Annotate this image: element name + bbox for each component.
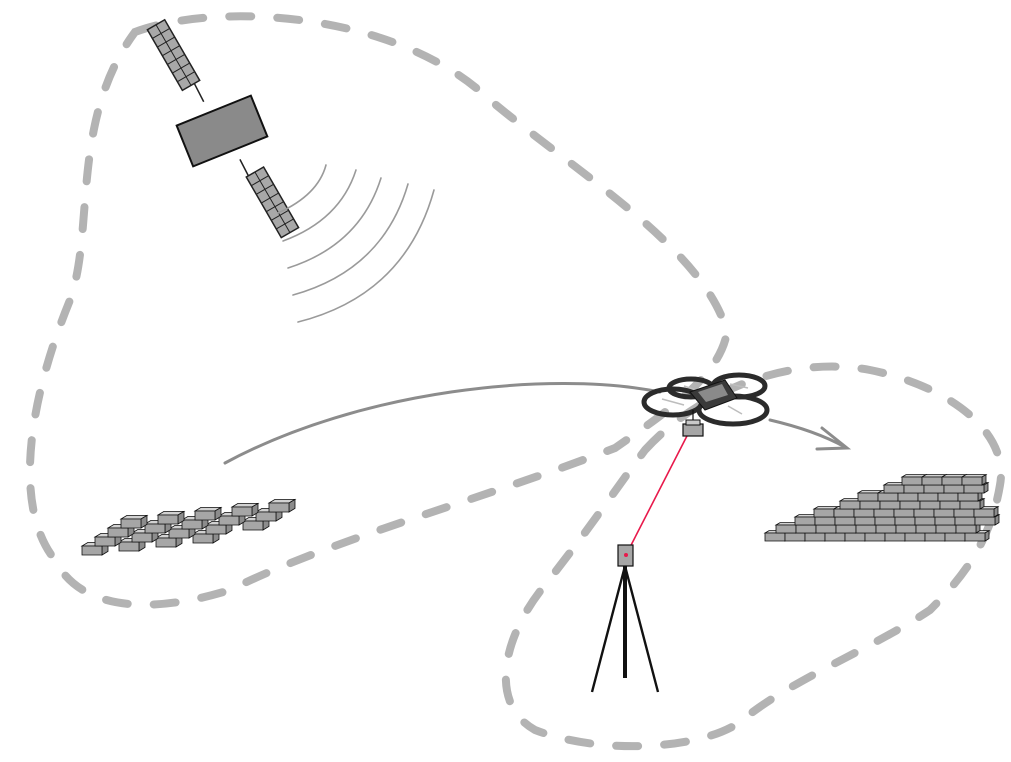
satellite-icon bbox=[138, 0, 304, 258]
block-pallet bbox=[269, 499, 295, 512]
wall-brick bbox=[962, 475, 986, 485]
quadcopter-drone-icon bbox=[644, 375, 767, 424]
block-pallet bbox=[121, 515, 147, 528]
laser-beam bbox=[626, 432, 689, 555]
signal-waves-icon bbox=[278, 165, 434, 322]
tripod-total-station-icon bbox=[592, 545, 658, 692]
block-pallet bbox=[195, 507, 221, 520]
block-pallets-icon bbox=[82, 499, 295, 555]
block-pallet bbox=[232, 503, 258, 516]
brick-wall-icon bbox=[765, 475, 999, 541]
block-pallet bbox=[158, 511, 184, 524]
